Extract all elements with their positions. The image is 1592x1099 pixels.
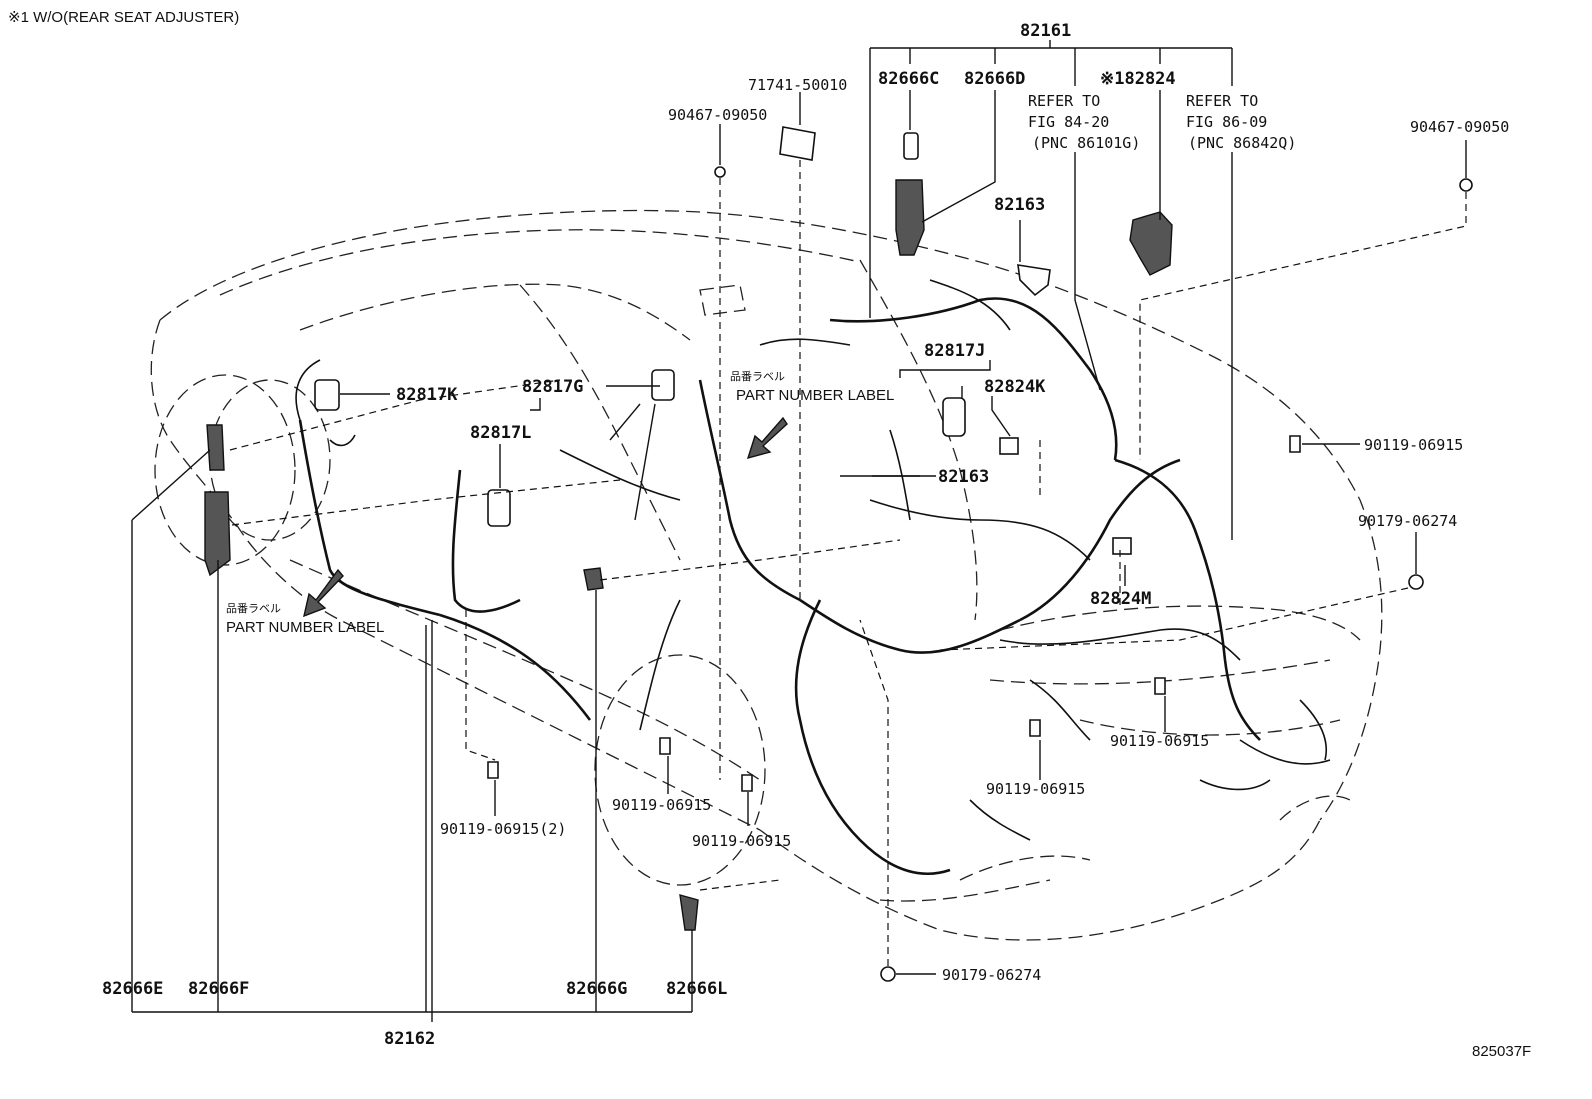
part-71741-pad-icon (779, 126, 816, 161)
label-182824: ※182824 (1100, 69, 1176, 89)
part-182824-bracket-icon (1129, 211, 1173, 276)
label-90119-r1: 90119-06915 (1364, 436, 1463, 454)
clip-90467-right-icon (1459, 178, 1473, 192)
label-82161: 82161 (1020, 21, 1071, 41)
label-82817g: 82817G (522, 377, 583, 397)
label-90119-left-2: 90119-06915(2) (440, 820, 566, 838)
bolt-icons (487, 435, 1301, 792)
part-82817k-icon (314, 379, 340, 411)
label-90467-left: 90467-09050 (668, 106, 767, 124)
label-71741-50010: 71741-50010 (748, 76, 847, 94)
part-number-label-jp-2: 品番ラベル (226, 602, 281, 615)
part-82824k-icon (999, 437, 1019, 455)
clip-90467-left-icon (714, 166, 726, 178)
label-90179-bottom: 90179-06274 (942, 966, 1041, 984)
refer-2-line3: (PNC 86842Q) (1188, 134, 1296, 152)
label-82163-top: 82163 (994, 195, 1045, 215)
label-90179-right: 90179-06274 (1358, 512, 1457, 530)
label-82666l: 82666L (666, 979, 727, 999)
part-82666e-icon (206, 424, 225, 471)
arrow-label-1-icon (746, 416, 788, 460)
nut-90179-right-icon (1408, 574, 1424, 590)
wire-harness (295, 279, 1331, 876)
part-82824m-icon (1112, 537, 1132, 555)
nut-90179-bottom-icon (880, 966, 896, 982)
label-90119-m1: 90119-06915 (612, 796, 711, 814)
refer-1-line1: REFER TO (1028, 92, 1100, 110)
part-82666l-icon (679, 894, 699, 931)
part-number-label-1: PART NUMBER LABEL (736, 387, 894, 404)
part-82666c-icon (903, 132, 919, 160)
part-number-label-2: PART NUMBER LABEL (226, 619, 384, 636)
label-82163-mid: 82163 (938, 467, 989, 487)
part-82666d-icon (895, 179, 925, 256)
part-82817j-icon (942, 397, 966, 437)
part-labels: ※1 W/O(REAR SEAT ADJUSTER) 82161 82666C … (8, 9, 1531, 1060)
label-90119-m2: 90119-06915 (692, 832, 791, 850)
label-82162: 82162 (384, 1029, 435, 1049)
label-82817l: 82817L (470, 423, 531, 443)
part-number-label-jp-1: 品番ラベル (730, 370, 785, 383)
label-82666g: 82666G (566, 979, 627, 999)
part-82817g-icon (651, 369, 675, 401)
label-90119-center: 90119-06915 (986, 780, 1085, 798)
header-note: ※1 W/O(REAR SEAT ADJUSTER) (8, 9, 239, 26)
figure-id: 825037F (1472, 1043, 1531, 1060)
label-82817j: 82817J (924, 341, 985, 361)
parts (204, 126, 1473, 982)
label-82824m: 82824M (1090, 589, 1151, 609)
part-82666g-icon (583, 567, 604, 591)
label-82666c: 82666C (878, 69, 939, 89)
part-82817l-icon (487, 489, 511, 527)
label-90119-r2: 90119-06915 (1110, 732, 1209, 750)
refer-1-line2: FIG 84-20 (1028, 113, 1109, 131)
label-82666d: 82666D (964, 69, 1025, 89)
part-82666f-icon (204, 491, 231, 577)
label-82666e: 82666E (102, 979, 163, 999)
label-90467-right: 90467-09050 (1410, 118, 1509, 136)
refer-1-line3: (PNC 86101G) (1032, 134, 1140, 152)
label-82666f: 82666F (188, 979, 249, 999)
arrow-label-2-icon (303, 568, 344, 618)
label-82824k: 82824K (984, 377, 1046, 397)
label-82817k: 82817K (396, 385, 458, 405)
leader-lines (131, 40, 1467, 1022)
refer-2-line1: REFER TO (1186, 92, 1258, 110)
part-82163-top-icon (1017, 264, 1051, 297)
refer-2-line2: FIG 86-09 (1186, 113, 1267, 131)
